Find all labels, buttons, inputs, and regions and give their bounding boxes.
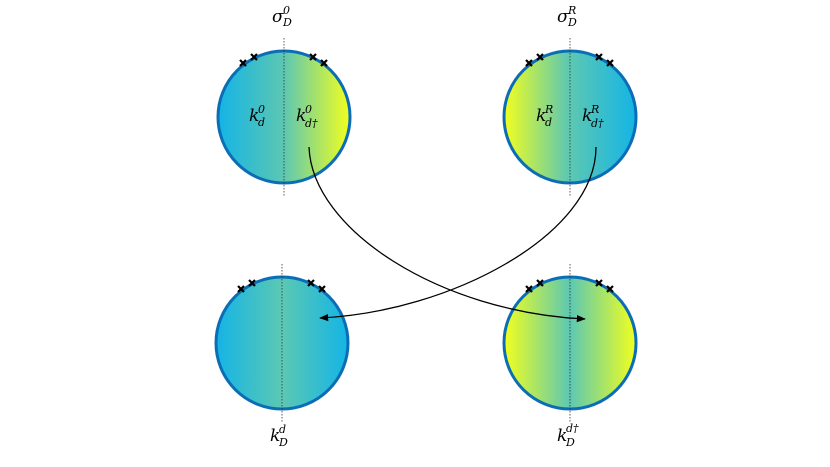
circle-top-right (502, 38, 638, 196)
cross-marks (525, 279, 614, 293)
label-bottom-left: k d D (270, 418, 291, 449)
label-bottom-right: k d† D (557, 417, 584, 449)
circle-bottom-right (502, 264, 638, 422)
circle-bottom-left (214, 264, 350, 422)
arrow-top-left-to-bottom-right (308, 146, 586, 323)
cross-marks (239, 53, 328, 67)
label-top-right: σ R D (557, 0, 581, 29)
cross-marks (525, 53, 614, 67)
label-tl-left-half: k 0 d (249, 98, 270, 129)
arrow-top-right-to-bottom-left (319, 146, 597, 322)
circle-top-left (216, 38, 352, 196)
label-tr-left-half: k R d (536, 98, 558, 129)
label-tr-right-half: k R d† (582, 98, 604, 130)
cross-marks (237, 279, 326, 293)
label-top-left: σ 0 D (272, 0, 295, 29)
label-tl-right-half: k 0 d† (296, 98, 318, 130)
